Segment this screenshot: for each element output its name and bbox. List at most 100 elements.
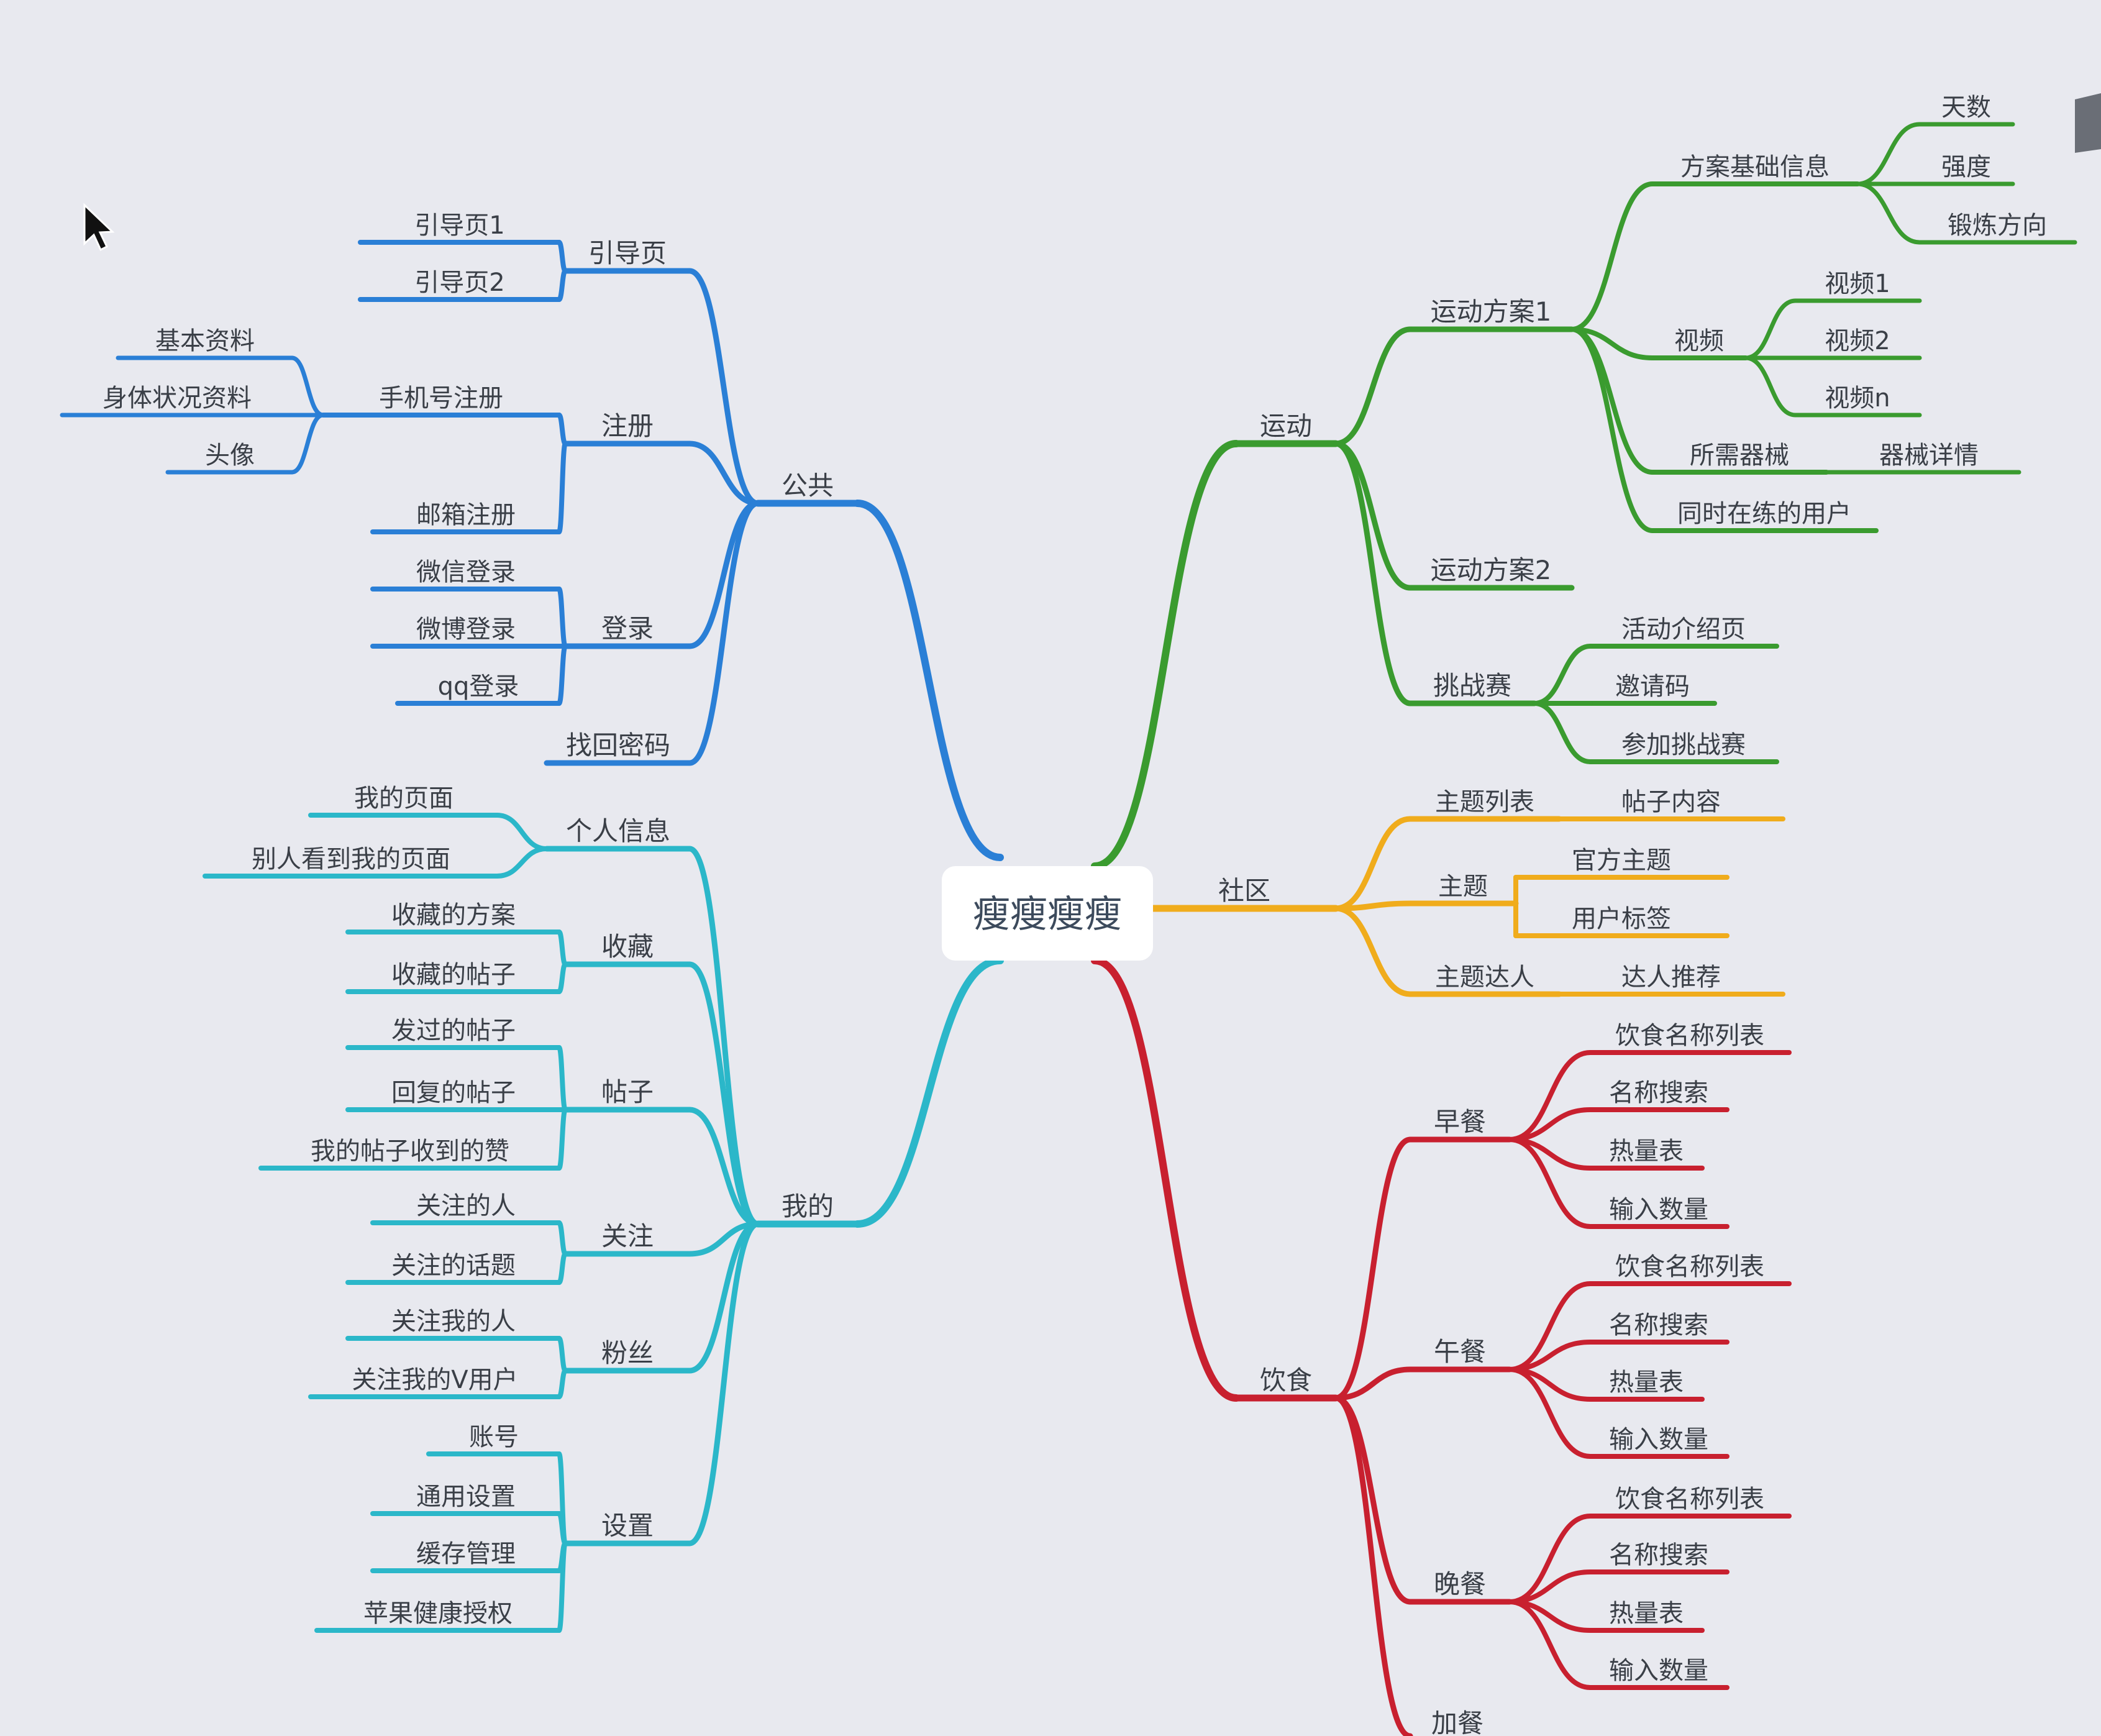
node-branches-wode-children-tiezi-children-1[interactable]: 回复的帖子 (391, 1079, 516, 1107)
root-node[interactable]: 瘦瘦瘦瘦 (942, 866, 1153, 961)
edge-connector (854, 957, 1004, 1228)
edge-connector (557, 1107, 568, 1171)
edge-connector (1855, 122, 1922, 186)
node-branches-yinshi-children-wancan-children-0[interactable]: 饮食名称列表 (1615, 1485, 1764, 1514)
node-branches-yundong-children-fangan1-qixie-children-0[interactable]: 器械详情 (1879, 441, 1979, 470)
node-branches-yinshi-children-wancan-children-2[interactable]: 热量表 (1609, 1599, 1684, 1628)
node-branches-shequ-children-daren-children-0[interactable]: 达人推荐 (1621, 963, 1721, 992)
node-branches-yinshi-children-wancan-children-3[interactable]: 输入数量 (1609, 1656, 1708, 1685)
node-branches-wode-children-geren-label[interactable]: 个人信息 (566, 816, 670, 846)
node-branches-yinshi-children-zaocan-children-3[interactable]: 输入数量 (1609, 1195, 1708, 1224)
edge-connector (1333, 1366, 1413, 1401)
node-branches-yinshi-children-zaocan-children-0[interactable]: 饮食名称列表 (1615, 1021, 1764, 1050)
node-branches-wode-children-fensi-children-1[interactable]: 关注我的V用户 (352, 1366, 517, 1394)
edge-connector (557, 413, 568, 446)
edge-connector (686, 1221, 761, 1374)
node-branches-gonggong-children-denglu-children-1[interactable]: 微博登录 (416, 615, 516, 644)
node-branches-wode-children-fensi-children-0[interactable]: 关注我的人 (391, 1307, 516, 1336)
edge-connector (289, 355, 326, 418)
node-branches-gonggong-label[interactable]: 公共 (782, 470, 834, 501)
edge-connector (1507, 1367, 1593, 1459)
node-branches-shequ-children-daren-label[interactable]: 主题达人 (1435, 963, 1534, 992)
node-branches-yinshi-children-wancan-children-1[interactable]: 名称搜索 (1609, 1541, 1708, 1569)
edge-connector (1333, 441, 1413, 706)
edge-connector (1507, 1050, 1593, 1142)
node-branches-wode-label[interactable]: 我的 (782, 1191, 834, 1222)
node-branches-yundong-children-fangan1-qixie-label[interactable]: 所需器械 (1690, 441, 1789, 470)
node-branches-wode-children-guanzhu-children-0[interactable]: 关注的人 (416, 1192, 516, 1220)
node-branches-yinshi-children-wancan-label[interactable]: 晚餐 (1434, 1569, 1486, 1599)
node-branches-wode-children-shoucang-children-0[interactable]: 收藏的方案 (391, 901, 516, 930)
node-branches-yundong-children-fangan1-shipin-label[interactable]: 视频 (1674, 327, 1724, 355)
node-branches-yundong-children-fangan1-jichu-children-1[interactable]: 强度 (1941, 153, 1991, 181)
edge-connector (686, 441, 761, 506)
node-branches-yundong-children-tiaozhan-children-1[interactable]: 邀请码 (1615, 672, 1690, 701)
node-branches-gonggong-children-yindaoye-label[interactable]: 引导页 (588, 238, 667, 268)
node-branches-yinshi-children-wucan-children-0[interactable]: 饮食名称列表 (1615, 1253, 1764, 1281)
node-branches-yinshi-children-zaocan-children-1[interactable]: 名称搜索 (1609, 1079, 1708, 1107)
node-branches-shequ-children-liebiao-label[interactable]: 主题列表 (1435, 788, 1534, 816)
node-branches-yundong-children-fangan1-shipin-children-0[interactable]: 视频1 (1825, 270, 1890, 298)
node-branches-gonggong-children-zhuce-shouji-children-1[interactable]: 身体状况资料 (103, 384, 252, 413)
node-branches-wode-children-shezhi-children-0[interactable]: 账号 (469, 1423, 519, 1451)
node-branches-wode-children-shezhi-children-3[interactable]: 苹果健康授权 (363, 1599, 513, 1628)
node-branches-yundong-label[interactable]: 运动 (1260, 411, 1312, 441)
node-branches-wode-children-guanzhu-label[interactable]: 关注 (601, 1221, 654, 1251)
node-branches-yinshi-children-wucan-children-1[interactable]: 名称搜索 (1609, 1311, 1708, 1340)
node-branches-gonggong-children-zhuce-shouji-children-0[interactable]: 基本资料 (155, 327, 255, 355)
edge-connector (557, 240, 568, 273)
node-jiacan[interactable]: 加餐 (1431, 1708, 1483, 1736)
node-branches-wode-children-geren-children-1[interactable]: 别人看到我的页面 (252, 845, 450, 874)
node-branches-yinshi-children-wucan-children-3[interactable]: 输入数量 (1609, 1425, 1708, 1454)
node-branches-shequ-label[interactable]: 社区 (1218, 875, 1270, 906)
node-branches-gonggong-children-yindaoye-children-1[interactable]: 引导页2 (414, 268, 504, 297)
node-branches-wode-children-shezhi-label[interactable]: 设置 (601, 1510, 654, 1541)
node-branches-wode-children-geren-children-0[interactable]: 我的页面 (354, 784, 453, 813)
node-branches-wode-children-shoucang-label[interactable]: 收藏 (601, 931, 654, 962)
edge-connector (1333, 1395, 1413, 1736)
node-branches-yinshi-children-wucan-label[interactable]: 午餐 (1434, 1336, 1486, 1367)
node-branches-yundong-children-fangan1-shipin-children-1[interactable]: 视频2 (1825, 327, 1890, 355)
node-branches-yundong-children-tiaozhan-label[interactable]: 挑战赛 (1433, 670, 1511, 701)
node-branches-yundong-children-fangan1-jichu-children-0[interactable]: 天数 (1941, 93, 1991, 122)
node-branches-yinshi-children-zaocan-children-2[interactable]: 热量表 (1609, 1137, 1684, 1166)
node-branches-shequ-children-liebiao-children-0[interactable]: 帖子内容 (1621, 788, 1721, 816)
node-branches-yundong-children-fangan1-jichu-children-2[interactable]: 锻炼方向 (1948, 211, 2047, 240)
node-branches-yinshi-children-wucan-children-2[interactable]: 热量表 (1609, 1368, 1684, 1397)
node-branches-yundong-children-fangan1-tongshi[interactable]: 同时在练的用户 (1677, 500, 1851, 528)
edge-connector (1532, 701, 1593, 764)
node-branches-wode-children-shezhi-children-1[interactable]: 通用设置 (416, 1482, 516, 1511)
node-branches-gonggong-children-denglu-children-0[interactable]: 微信登录 (416, 558, 516, 587)
node-branches-shequ-children-zhuti-children-1[interactable]: 用户标签 (1572, 905, 1671, 933)
node-branches-wode-children-fensi-label[interactable]: 粉丝 (601, 1338, 654, 1368)
node-branches-gonggong-children-zhuce-shouji-label[interactable]: 手机号注册 (379, 384, 503, 413)
node-branches-wode-children-tiezi-children-0[interactable]: 发过的帖子 (391, 1016, 516, 1045)
node-branches-gonggong-children-yindaoye-children-0[interactable]: 引导页1 (414, 211, 504, 240)
node-branches-shequ-children-zhuti-label[interactable]: 主题 (1438, 872, 1488, 901)
node-branches-gonggong-children-zhaohui[interactable]: 找回密码 (566, 730, 670, 761)
node-branches-yundong-children-fangan1-shipin-children-2[interactable]: 视频n (1825, 384, 1890, 413)
node-branches-wode-children-tiezi-children-2[interactable]: 我的帖子收到的赞 (311, 1137, 509, 1166)
edge-connector (1507, 1514, 1593, 1604)
node-branches-yundong-children-fangan1-label[interactable]: 运动方案1 (1431, 296, 1552, 327)
node-branches-wode-children-tiezi-label[interactable]: 帖子 (601, 1077, 654, 1107)
node-branches-gonggong-children-zhuce-shouji-children-2[interactable]: 头像 (205, 441, 255, 470)
node-branches-shequ-children-zhuti-children-0[interactable]: 官方主题 (1572, 846, 1671, 875)
node-branches-yundong-children-fangan2[interactable]: 运动方案2 (1431, 555, 1552, 585)
node-branches-yundong-children-fangan1-jichu-label[interactable]: 方案基础信息 (1680, 153, 1830, 181)
edge-connector (1333, 816, 1413, 911)
node-branches-gonggong-children-denglu-children-2[interactable]: qq登录 (438, 672, 519, 701)
node-branches-gonggong-children-zhuce-label[interactable]: 注册 (601, 411, 654, 441)
node-branches-wode-children-shezhi-children-2[interactable]: 缓存管理 (416, 1540, 516, 1568)
node-branches-gonggong-children-zhuce-youxiang[interactable]: 邮箱注册 (416, 501, 516, 529)
node-branches-yundong-children-tiaozhan-children-2[interactable]: 参加挑战赛 (1621, 731, 1746, 759)
node-branches-yinshi-children-zaocan-label[interactable]: 早餐 (1434, 1107, 1486, 1137)
node-branches-yundong-children-tiaozhan-children-0[interactable]: 活动介绍页 (1621, 615, 1746, 644)
node-branches-gonggong-children-denglu-label[interactable]: 登录 (601, 613, 654, 644)
node-branches-wode-children-shoucang-children-1[interactable]: 收藏的帖子 (391, 961, 516, 989)
node-branches-wode-children-guanzhu-children-1[interactable]: 关注的话题 (391, 1251, 516, 1280)
edge-connector (854, 500, 1004, 861)
node-branches-yinshi-label[interactable]: 饮食 (1260, 1365, 1312, 1396)
